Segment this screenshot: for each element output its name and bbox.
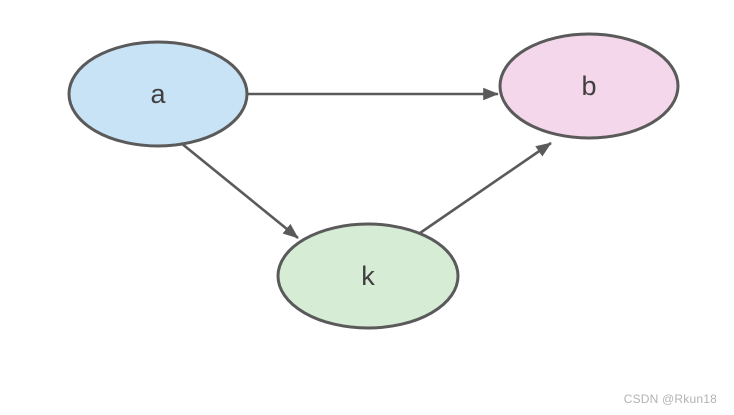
- node-a: a: [67, 40, 249, 148]
- watermark: CSDN @Rkun18: [623, 392, 717, 406]
- node-k: k: [276, 222, 460, 330]
- node-b: b: [498, 32, 680, 140]
- node-a-label: a: [150, 79, 166, 109]
- edge-a-to-k: [180, 141, 299, 240]
- node-b-ellipse: [498, 32, 680, 140]
- node-b-label: b: [581, 71, 596, 101]
- edge-k-to-b: [419, 141, 552, 235]
- node-k-label: k: [361, 261, 375, 291]
- node-k-ellipse: [276, 222, 460, 330]
